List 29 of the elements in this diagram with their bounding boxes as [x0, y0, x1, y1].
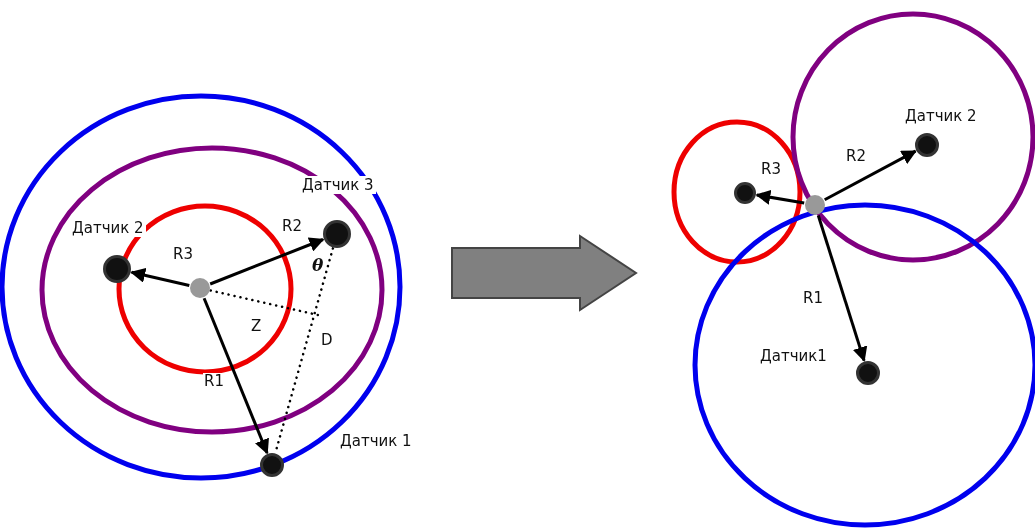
center-point [190, 278, 210, 298]
sensor-dot [856, 361, 880, 385]
edge-label: R1 [802, 290, 824, 306]
arrow [130, 268, 190, 287]
edge-label: R2 [845, 148, 867, 164]
sensor-dot [260, 453, 284, 477]
angle-label: θ [312, 256, 324, 274]
sensor-dot [103, 255, 131, 283]
sensor-label: Датчик 1 [338, 432, 414, 450]
arrow [816, 215, 868, 363]
sensor-label: Датчик1 [758, 347, 829, 365]
arrow [824, 149, 917, 202]
dotted-line [209, 289, 320, 317]
center-point [805, 195, 825, 215]
edge-label: R3 [172, 246, 194, 262]
edge-label: D [320, 332, 334, 348]
edge-label: Z [250, 318, 263, 334]
edge-label: R1 [203, 373, 225, 389]
sensor-dot [915, 133, 939, 157]
sensor-label: Датчик 3 [300, 176, 376, 194]
arrow [209, 237, 325, 286]
sensor-label: Датчик 2 [903, 107, 979, 125]
arrow [202, 297, 269, 455]
sensor-dot [734, 182, 756, 204]
sensor-dot [323, 220, 351, 248]
edge-label: R3 [760, 161, 782, 177]
arrow [755, 189, 805, 205]
edge-label: R2 [281, 218, 303, 234]
sensor-label: Датчик 2 [70, 219, 146, 237]
